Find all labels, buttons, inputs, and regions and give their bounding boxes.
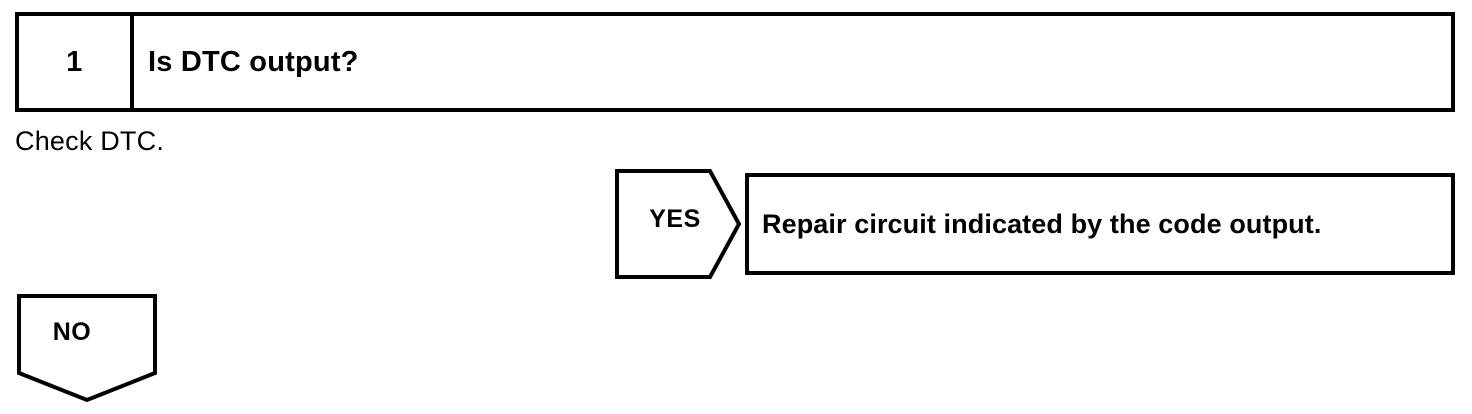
yes-chevron-shape [615,169,741,279]
no-branch-pentagon: NO [16,293,158,405]
step-question: Is DTC output? [148,45,359,78]
repair-action-text: Repair circuit indicated by the code out… [762,208,1322,239]
repair-action-box: Repair circuit indicated by the code out… [745,173,1455,275]
yes-branch-label: YES [649,205,701,233]
step-number: 1 [66,45,83,78]
no-branch-label: NO [52,318,92,346]
step-header-box: 1 Is DTC output? [15,12,1455,112]
step-number-cell: 1 [19,16,134,108]
instruction-text: Check DTC. [15,126,165,156]
no-pentagon-shape [17,294,157,403]
yes-branch-chevron: YES [615,169,741,279]
step-question-cell: Is DTC output? [134,16,1451,108]
